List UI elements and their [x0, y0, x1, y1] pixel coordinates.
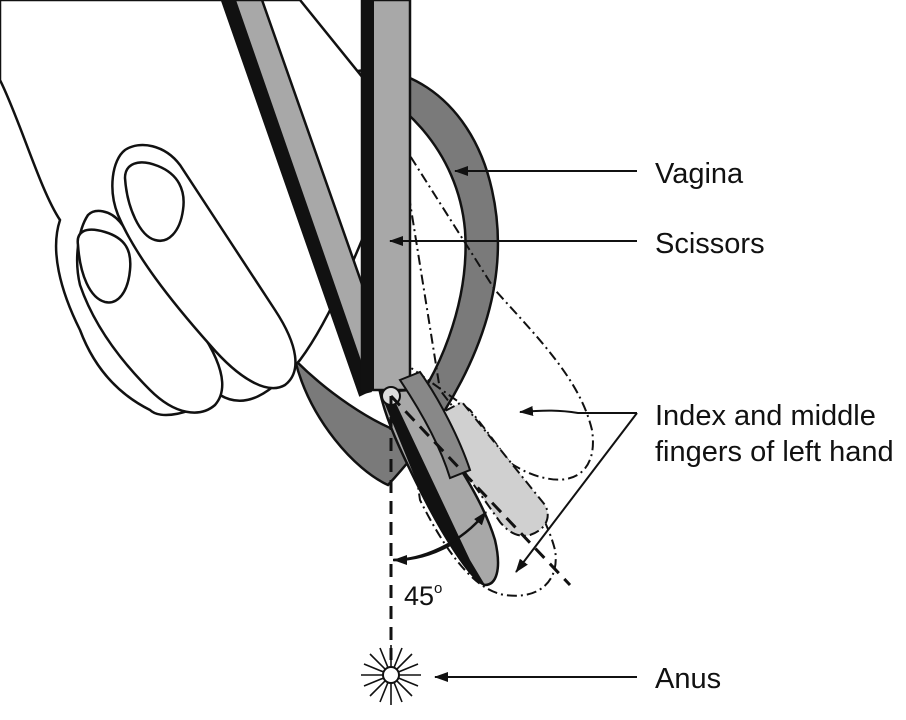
angle-value: 45 — [404, 581, 435, 611]
label-anus: Anus — [655, 663, 722, 695]
fingers-pointer-upper — [519, 405, 637, 416]
label-angle: 45o — [404, 571, 442, 614]
label-fingers: Index and middle fingers of left hand — [655, 398, 894, 470]
fingers-pointer-lower — [515, 412, 638, 573]
guide-lines — [389, 394, 572, 660]
label-scissors: Scissors — [655, 228, 765, 260]
finger-segment — [426, 400, 549, 537]
label-fingers-line2: fingers of left hand — [655, 436, 894, 468]
left-hand-fingers — [398, 139, 594, 597]
angle-unit: o — [434, 580, 443, 597]
fingernail — [76, 228, 132, 304]
anus-icon — [361, 645, 421, 705]
label-vagina: Vagina — [655, 158, 744, 190]
right-hand — [0, 0, 407, 417]
angle-arc — [392, 511, 487, 565]
scissors — [220, 0, 500, 587]
fingernail — [123, 161, 185, 242]
vagina-tissue — [292, 68, 500, 487]
callout-arrows — [389, 166, 638, 682]
incision-line-dashed — [389, 394, 572, 587]
label-fingers-line1: Index and middle — [655, 400, 876, 432]
